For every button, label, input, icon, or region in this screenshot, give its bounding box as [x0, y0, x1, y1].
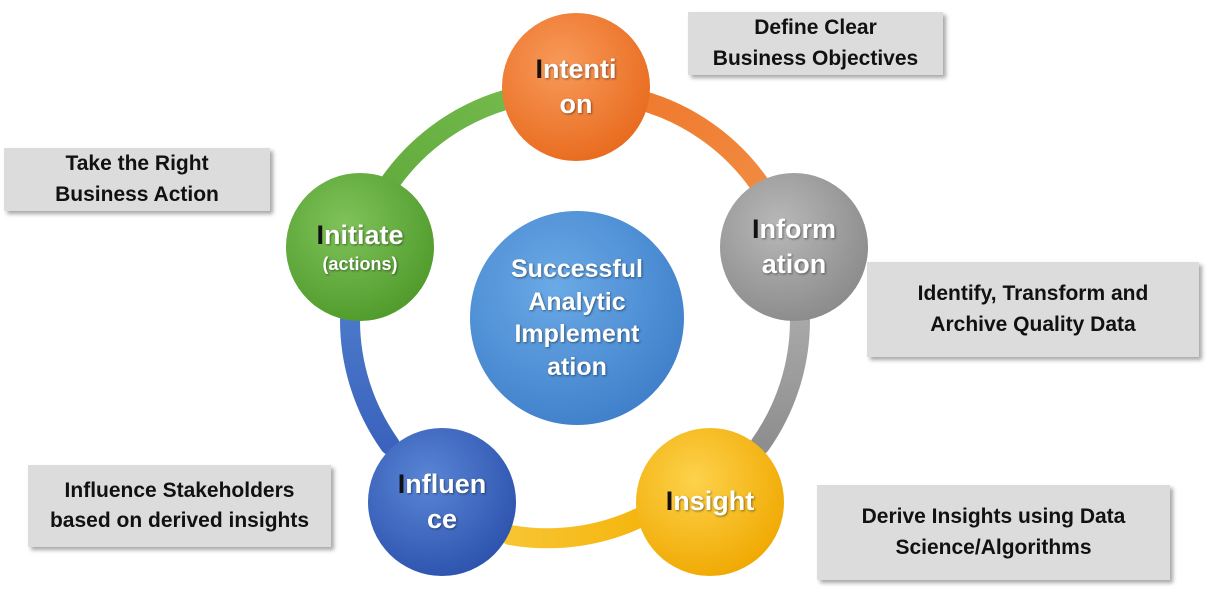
ring-segment-initiate-intention [375, 90, 515, 200]
ring-segment-intention-information [630, 90, 770, 195]
center-line-4: ation [547, 352, 607, 381]
node-intention-line-2: on [559, 89, 593, 119]
center-line-2: Analytic [528, 287, 626, 316]
note-insight: Derive Insights using Data Science/Algor… [817, 485, 1170, 580]
node-information: Inform ation [720, 173, 868, 321]
node-information-line-2: ation [761, 249, 827, 279]
note-insight-line-1: Derive Insights using Data [861, 505, 1126, 529]
node-initiate-initial: I [316, 219, 324, 250]
node-disc-influence [368, 428, 516, 576]
node-initiate-rest: nitiate [324, 219, 404, 250]
note-insight-line-2: Science/Algorithms [895, 535, 1092, 559]
note-information-line-2: Archive Quality Data [930, 312, 1136, 336]
node-insight-line-1: Insight [666, 484, 755, 519]
ring-segment-information-insight [750, 310, 810, 455]
note-initiate-line-1: Take the Right [65, 152, 209, 176]
note-intention-line-2: Business Objectives [712, 46, 919, 70]
center-line-1: Successful [510, 255, 643, 283]
node-disc-information [720, 173, 868, 321]
center-line-3: Implement [514, 320, 640, 348]
node-influence-line-2: ce [426, 504, 458, 534]
note-information-line-1: Identify, Transform and [917, 282, 1149, 306]
node-information-line-1: Inform [752, 212, 836, 247]
node-information-initial: I [751, 213, 760, 244]
note-intention: Define Clear Business Objectives [688, 12, 943, 75]
note-information: Identify, Transform and Archive Quality … [867, 262, 1199, 357]
node-disc-insight [636, 428, 784, 576]
node-influence: Influen ce [368, 428, 516, 576]
node-insight-initial: I [665, 486, 674, 517]
node-intention-initial: I [535, 53, 543, 84]
node-disc-initiate [286, 173, 434, 321]
node-initiate-line-1: Initiate [316, 218, 403, 253]
node-insight: Insight [636, 428, 784, 576]
node-information-rest: nform [759, 213, 837, 244]
node-insight-rest: nsight [673, 486, 755, 517]
node-influence-initial: I [397, 468, 406, 499]
ring-segment-insight-influence [500, 505, 655, 549]
node-initiate-line-2: (actions) [322, 253, 398, 274]
center-node: Successful Analytic Implement ation [470, 211, 684, 425]
note-intention-line-1: Define Clear [754, 16, 877, 40]
node-disc-intention [502, 13, 650, 161]
node-intention-line-1: Intenti [535, 52, 616, 87]
node-intention: Intenti on [502, 13, 650, 161]
node-initiate: Initiate (actions) [286, 173, 434, 321]
ring-segment-influence-initiate [340, 310, 400, 455]
center-disc [470, 211, 684, 425]
note-initiate-line-2: Business Action [55, 182, 219, 206]
node-influence-rest: nfluen [405, 468, 487, 499]
note-influence-line-1: Influence Stakeholders [64, 478, 295, 502]
note-influence-line-2: based on derived insights [49, 509, 310, 532]
note-initiate: Take the Right Business Action [4, 148, 270, 211]
note-influence: Influence Stakeholders based on derived … [28, 465, 331, 547]
node-intention-rest: ntenti [543, 53, 617, 84]
node-influence-line-1: Influen [398, 467, 487, 502]
